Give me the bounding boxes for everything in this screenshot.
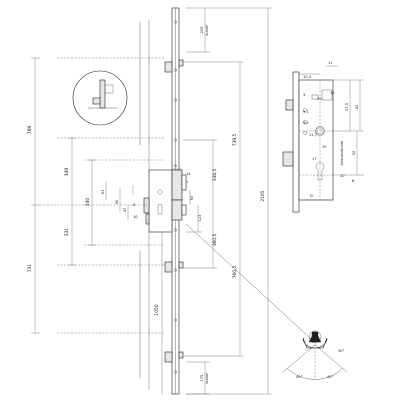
dim-123: 123 [198, 215, 202, 222]
dim-10a: 10 [133, 215, 138, 219]
dim-1050: 1050 [154, 304, 160, 315]
spindle-hole [157, 189, 163, 195]
case-latch [285, 99, 294, 111]
dim-8b: 8 [352, 179, 355, 183]
main-lock-strip [57, 7, 187, 395]
case-cylinder [315, 162, 325, 181]
left-dimensions: 769 731 349 331 340 [27, 57, 149, 334]
dim-739-5: 739,5 [232, 134, 238, 147]
dim-D-main: D [174, 164, 177, 168]
faceplate-holes [174, 20, 177, 374]
latch-bolt [143, 197, 150, 214]
door-outline [139, 20, 150, 390]
locking-points [164, 59, 184, 363]
right-dimensions: 2165 739,5 760,5 338,5 360,5 123 63 D 14… [154, 7, 272, 395]
cylinder-rotation-detail: 40° 40° 30° [282, 330, 348, 380]
detail-circle [72, 70, 128, 126]
dim-19: 19 [322, 145, 327, 149]
dim-60: 60 [115, 199, 119, 204]
label-kurzer-top: kurzer [205, 24, 209, 36]
dim-338-5: 338,5 [212, 169, 218, 182]
dim-175: 175 [200, 375, 204, 382]
dim-331: 331 [64, 228, 70, 237]
dim-731: 731 [27, 264, 33, 273]
dim-27-5: 27,5 [345, 103, 349, 111]
dim-8: 8 [133, 203, 136, 207]
dim-1: 1 [186, 180, 188, 184]
angle-30: 30° [338, 349, 345, 353]
dim-9-1: 9,1 [303, 110, 309, 114]
case-deadbolt [282, 151, 294, 167]
case-body [298, 79, 334, 201]
cylinder-hole [157, 203, 163, 215]
dim-14: 14 [186, 172, 191, 176]
label-abstandsmass: Abstandsmaß [340, 140, 344, 165]
dim-360-5: 360,5 [212, 234, 218, 247]
main-lock-body [148, 169, 173, 233]
top-kurzer-dim: 225 kurzer [186, 7, 210, 53]
dim-20: 20 [317, 97, 322, 101]
dim-16: 16 [330, 91, 335, 95]
dim-10b: 10 [340, 174, 345, 178]
dim-17: 17 [312, 157, 317, 161]
dim-10-5: 10,5 [303, 75, 311, 79]
detail-leader-line [185, 223, 311, 339]
dim-225: 225 [200, 27, 204, 34]
dim-2165: 2165 [260, 190, 266, 201]
dim-3: 3 [303, 93, 305, 97]
dim-D-case: D [310, 194, 313, 198]
dim-61: 61 [101, 190, 105, 195]
angle-40-left: 40° [296, 375, 303, 379]
dim-349: 349 [64, 168, 70, 177]
label-kurzer-bottom: kurzer [205, 372, 209, 384]
dim-760-5: 760,5 [232, 266, 238, 279]
dim-43: 43 [355, 105, 359, 110]
dim-769: 769 [27, 126, 33, 135]
dim-11: 11 [328, 61, 333, 65]
dim-92: 92 [352, 151, 356, 156]
dim-340: 340 [85, 198, 91, 207]
case-faceplate [292, 71, 300, 213]
lock-case-detail: 11 10,5 3 16 9,1 9,2 11,7 20 19 17 10 8 … [282, 61, 364, 213]
dim-47: 47 [123, 208, 127, 213]
dim-9-2: 9,2 [303, 121, 309, 125]
dim-63: 63 [190, 196, 194, 201]
angle-40-right: 40° [327, 375, 334, 379]
dim-11-7: 11,7 [309, 133, 317, 137]
lock-body-dimensions-left: 61 60 47 10 8 [101, 182, 138, 220]
bottom-kurzer-dim: 175 kurzer [186, 361, 210, 395]
